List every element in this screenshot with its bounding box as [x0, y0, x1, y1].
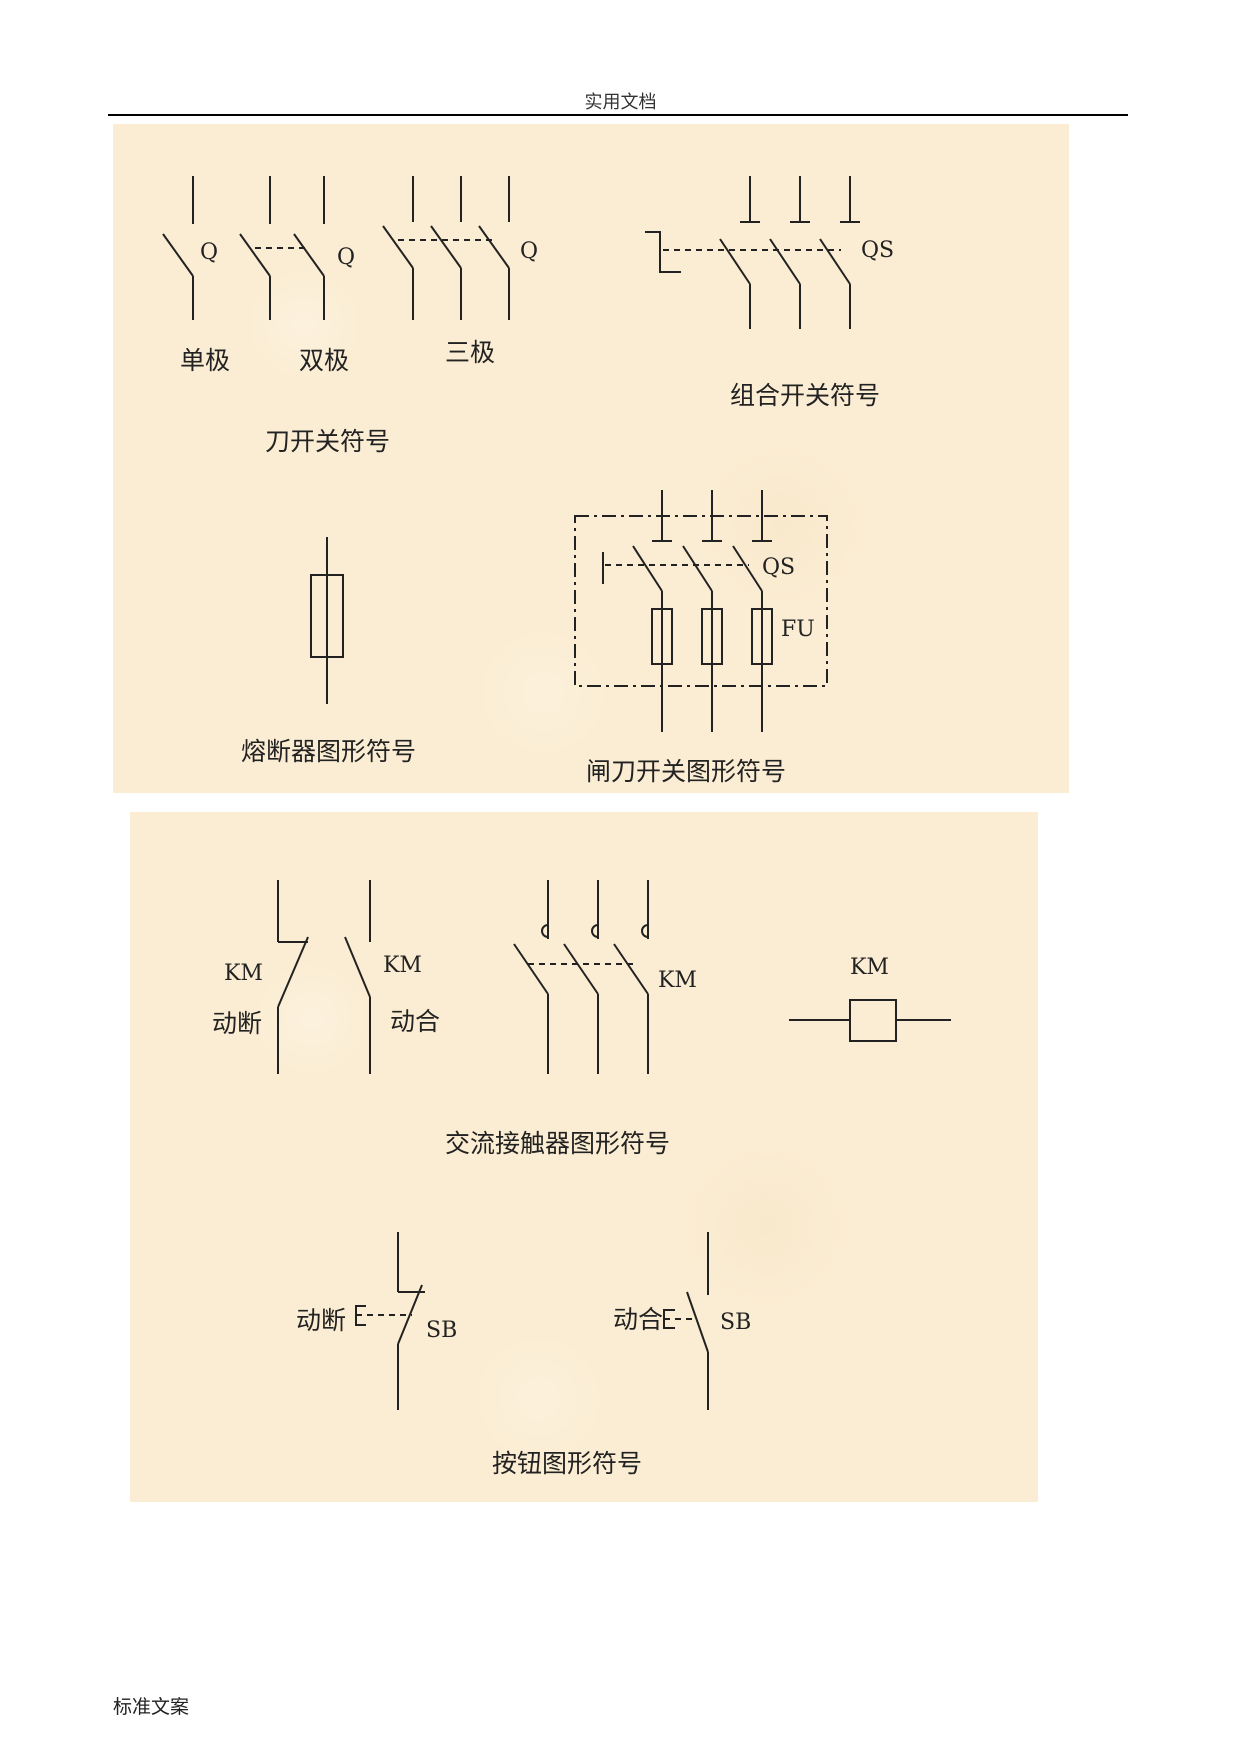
switch-fuse-fu-letter: FU	[781, 617, 815, 642]
double-pole-knife-switch-symbol	[239, 176, 325, 320]
combination-switch-symbol	[645, 176, 860, 329]
fuse-symbol	[310, 537, 344, 704]
fuse-caption: 熔断器图形符号	[241, 737, 416, 766]
push-button-no-symbol	[663, 1232, 709, 1410]
normally-closed-contact-letter: KM	[224, 961, 263, 986]
switch-symbols-diagram: Q Q Q 单极 双极 三极 刀开关符号	[162, 176, 894, 786]
normally-open-contact-label: 动合	[390, 1007, 440, 1036]
switch-fuse-caption: 闸刀开关图形符号	[586, 757, 786, 786]
page-footer-text: 标准文案	[113, 1696, 190, 1718]
push-button-no-label: 动合	[613, 1305, 663, 1334]
normally-open-contact-symbol	[344, 880, 371, 1074]
push-button-nc-label: 动断	[296, 1306, 346, 1335]
main-contacts-letter: KM	[658, 968, 697, 993]
knife-switch-caption: 刀开关符号	[265, 427, 390, 456]
normally-closed-contact-symbol	[277, 880, 309, 1074]
double-pole-label: 双极	[299, 346, 349, 375]
coil-symbol	[789, 999, 951, 1042]
combination-switch-caption: 组合开关符号	[730, 381, 880, 410]
push-button-nc-symbol	[355, 1232, 425, 1410]
triple-pole-label: 三极	[445, 338, 495, 367]
push-button-caption: 按钮图形符号	[492, 1449, 642, 1478]
single-pole-label: 单极	[180, 346, 230, 375]
combination-switch-letter: QS	[861, 238, 894, 263]
triple-pole-letter: Q	[520, 239, 538, 264]
contactor-caption: 交流接触器图形符号	[445, 1129, 670, 1158]
page-header-title: 实用文档	[584, 92, 657, 113]
single-pole-letter: Q	[200, 240, 218, 265]
header-divider	[108, 114, 1128, 116]
contactor-button-symbols-panel: KM 动断 KM 动合 KM	[130, 812, 1038, 1502]
switch-symbols-panel: Q Q Q 单极 双极 三极 刀开关符号	[113, 124, 1069, 793]
single-pole-knife-switch-symbol	[162, 176, 194, 320]
push-button-no-letter: SB	[720, 1310, 751, 1335]
normally-open-contact-letter: KM	[383, 953, 422, 978]
coil-letter: KM	[850, 955, 889, 980]
main-contacts-symbol	[513, 880, 649, 1074]
switch-fuse-qs-letter: QS	[762, 555, 795, 580]
normally-closed-contact-label: 动断	[212, 1009, 262, 1038]
switch-fuse-symbol	[574, 490, 828, 732]
triple-pole-knife-switch-symbol	[382, 176, 510, 320]
push-button-nc-letter: SB	[426, 1318, 457, 1343]
contactor-button-symbols-diagram: KM 动断 KM 动合 KM	[212, 880, 951, 1478]
double-pole-letter: Q	[337, 245, 355, 270]
